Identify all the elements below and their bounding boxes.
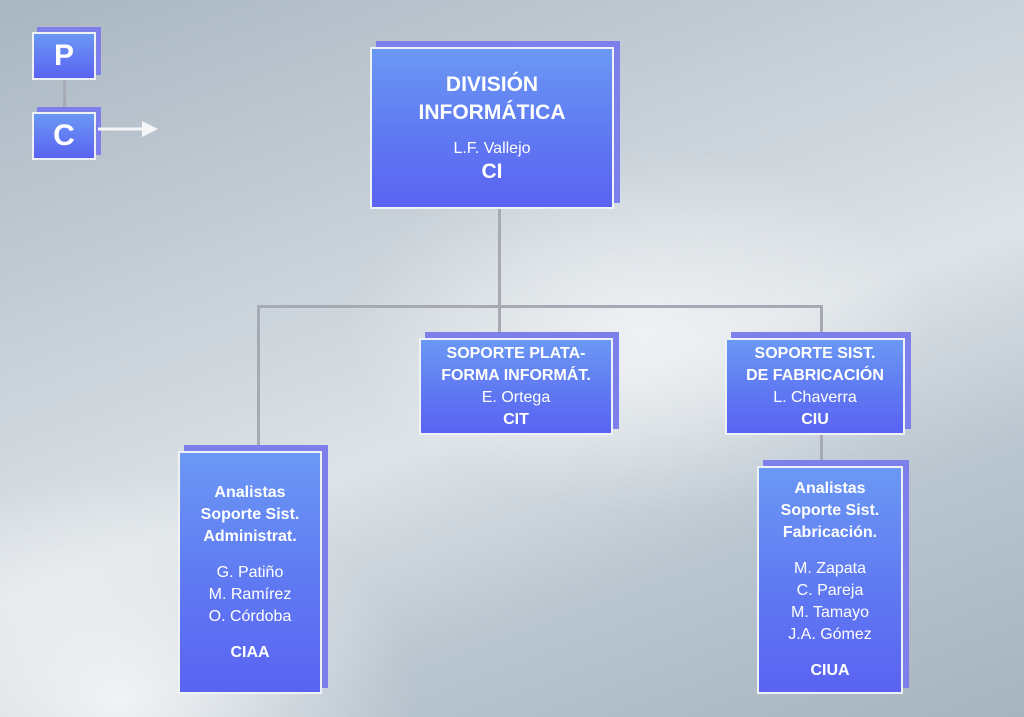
- cit-title-line2: FORMA INFORMÁT.: [441, 366, 591, 384]
- ciu-code: CIU: [801, 410, 829, 428]
- nav-button-p-label: P: [53, 39, 74, 72]
- root-person: L.F. Vallejo: [453, 140, 531, 157]
- nav-button-c-label: C: [53, 119, 75, 152]
- cit-person: E. Ortega: [481, 388, 551, 406]
- root-title-line1: DIVISIÓN: [445, 73, 539, 96]
- org-box-ciua[interactable]: Analistas Soporte Sist. Fabricación. M. …: [757, 466, 903, 694]
- ciaa-title-line3: Administrat.: [203, 527, 297, 545]
- ciu-title-line2: DE FABRICACIÓN: [746, 366, 884, 384]
- connector-root-down: [498, 208, 501, 306]
- connector-to-ciu: [820, 305, 823, 339]
- org-box-ciu[interactable]: SOPORTE SIST. DE FABRICACIÓN L. Chaverra…: [725, 338, 905, 435]
- connector-ciu-to-ciua: [820, 434, 823, 468]
- cit-title-line1: SOPORTE PLATA-: [446, 344, 586, 362]
- arrow-right-icon[interactable]: [98, 118, 162, 140]
- org-box-cit[interactable]: SOPORTE PLATA- FORMA INFORMÁT. E. Ortega…: [419, 338, 613, 435]
- connector-to-cit: [498, 305, 501, 339]
- ciua-code: CIUA: [810, 662, 850, 679]
- ciu-title-line1: SOPORTE SIST.: [754, 344, 876, 362]
- ciaa-person-1: G. Patiño: [216, 563, 284, 581]
- ciaa-title-line2: Soporte Sist.: [200, 505, 300, 523]
- root-code: CI: [481, 160, 503, 183]
- ciu-person: L. Chaverra: [773, 388, 857, 406]
- org-box-ciaa[interactable]: Analistas Soporte Sist. Administrat. G. …: [178, 451, 322, 694]
- nav-button-p[interactable]: P: [32, 32, 96, 80]
- org-box-ci[interactable]: DIVISIÓN INFORMÁTICA L.F. Vallejo CI: [370, 47, 614, 209]
- ciua-person-4: J.A. Gómez: [788, 626, 872, 643]
- nav-connector: [63, 80, 66, 112]
- ciua-title-line3: Fabricación.: [782, 524, 878, 541]
- ciaa-code: CIAA: [230, 643, 270, 661]
- ciua-person-1: M. Zapata: [793, 560, 867, 577]
- connector-to-ciaa: [257, 305, 260, 453]
- ciua-person-3: M. Tamayo: [791, 604, 869, 621]
- ciaa-title-line1: Analistas: [214, 483, 286, 501]
- ciua-title-line2: Soporte Sist.: [780, 502, 880, 519]
- cit-code: CIT: [503, 410, 529, 428]
- connector-horizontal: [257, 305, 823, 308]
- ciua-title-line1: Analistas: [794, 480, 866, 497]
- root-title-line2: INFORMÁTICA: [418, 101, 566, 124]
- ciaa-person-3: O. Córdoba: [208, 607, 292, 625]
- ciua-person-2: C. Pareja: [796, 582, 864, 599]
- nav-button-c[interactable]: C: [32, 112, 96, 160]
- ciaa-person-2: M. Ramírez: [208, 585, 292, 603]
